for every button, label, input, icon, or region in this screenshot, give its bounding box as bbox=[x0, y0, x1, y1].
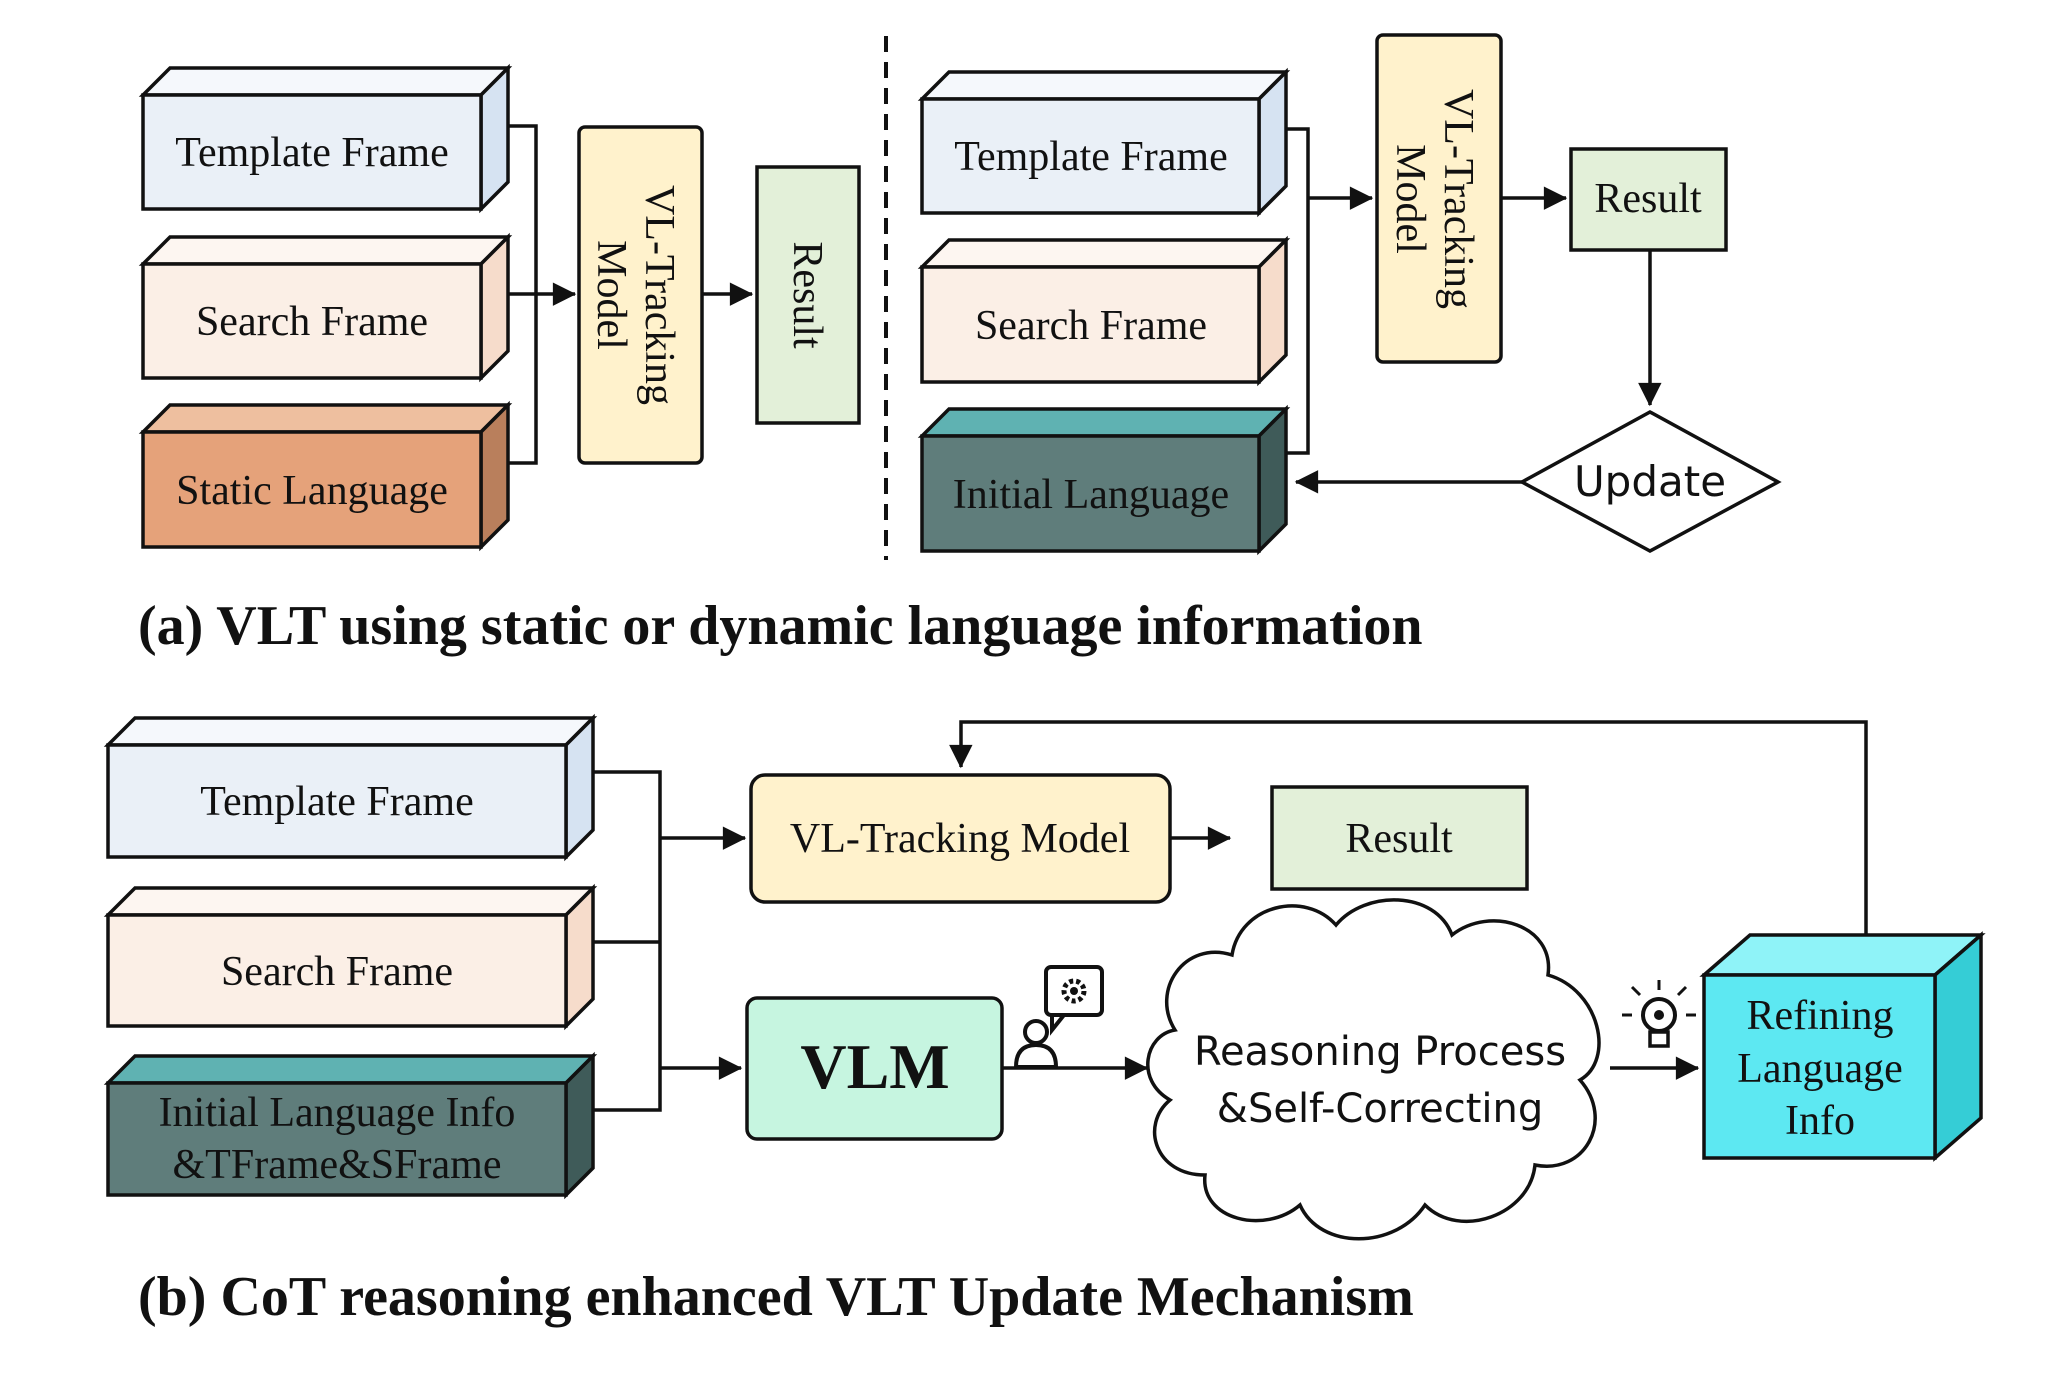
model-label-line2: Model bbox=[1387, 144, 1433, 254]
search-frame-label: Search Frame bbox=[196, 299, 428, 345]
update-label: Update bbox=[1574, 457, 1726, 506]
vl-tracking-model-block: VL-Tracking Model bbox=[577, 125, 704, 465]
lightbulb-icon bbox=[1622, 980, 1696, 1048]
result-label: Result bbox=[784, 241, 830, 349]
static-language-block: Static Language bbox=[138, 400, 513, 552]
model-label-line1: VL-Tracking bbox=[636, 185, 682, 405]
vlm-label: VLM bbox=[800, 1031, 949, 1102]
initial-language-label: Initial Language bbox=[953, 472, 1229, 518]
vlm-block: VLM bbox=[745, 996, 1004, 1141]
refining-language-info-block: Refining Language Info bbox=[1699, 931, 1986, 1162]
initial-language-info-line2: &TFrame&SFrame bbox=[173, 1142, 502, 1188]
template-frame-label: Template Frame bbox=[175, 130, 448, 176]
search-frame-block-dynamic: Search Frame bbox=[917, 235, 1291, 387]
refining-line1: Refining bbox=[1747, 993, 1894, 1039]
result-block-a-right: Result bbox=[1569, 147, 1728, 252]
refining-line3: Info bbox=[1785, 1098, 1855, 1144]
initial-language-block: Initial Language bbox=[917, 404, 1291, 556]
model-label-line1: VL-Tracking bbox=[1435, 89, 1481, 309]
vl-tracking-model-block-b: VL-Tracking Model bbox=[749, 773, 1172, 904]
result-block-a-left: Result bbox=[755, 165, 861, 425]
initial-language-info-line1: Initial Language Info bbox=[159, 1090, 516, 1136]
result-label: Result bbox=[1594, 176, 1702, 222]
caption-b: (b) CoT reasoning enhanced VLT Update Me… bbox=[138, 1266, 1414, 1328]
search-frame-label: Search Frame bbox=[975, 303, 1207, 349]
merge-bracket-dynamic bbox=[1286, 127, 1310, 455]
panel-b: Template Frame Search Frame Initial Lang… bbox=[103, 713, 1986, 1241]
static-language-label: Static Language bbox=[176, 468, 448, 514]
user-thinking-icon bbox=[1013, 965, 1104, 1069]
model-label-line2: Model bbox=[588, 240, 634, 350]
template-frame-block-dynamic: Template Frame bbox=[917, 67, 1291, 218]
reasoning-cloud: Reasoning Process &Self-Correcting bbox=[1146, 898, 1601, 1241]
template-frame-label: Template Frame bbox=[200, 779, 473, 825]
result-label: Result bbox=[1345, 816, 1453, 862]
reasoning-line1: Reasoning Process bbox=[1194, 1029, 1566, 1075]
refining-line2: Language bbox=[1737, 1046, 1903, 1092]
search-frame-block: Search Frame bbox=[138, 232, 513, 383]
vl-tracking-model-block-dynamic: VL-Tracking Model bbox=[1375, 33, 1503, 364]
search-frame-label: Search Frame bbox=[221, 949, 453, 995]
template-frame-block: Template Frame bbox=[138, 63, 513, 214]
template-frame-label: Template Frame bbox=[954, 134, 1227, 180]
vl-tracking-model-label: VL-Tracking Model bbox=[790, 816, 1130, 862]
update-decision: Update bbox=[1518, 410, 1782, 553]
result-block-b: Result bbox=[1270, 785, 1529, 891]
panel-a-left: Template Frame Search Frame Static Langu… bbox=[138, 63, 861, 552]
template-frame-block-b: Template Frame bbox=[103, 713, 598, 862]
search-frame-block-b: Search Frame bbox=[103, 883, 598, 1031]
initial-language-info-block: Initial Language Info &TFrame&SFrame bbox=[103, 1051, 598, 1200]
panel-a-right: Template Frame Search Frame Initial Lang… bbox=[917, 33, 1782, 556]
feedback-loop-arrow bbox=[949, 720, 1868, 935]
caption-a: (a) VLT using static or dynamic language… bbox=[138, 595, 1423, 657]
reasoning-line2: &Self-Correcting bbox=[1217, 1086, 1543, 1132]
